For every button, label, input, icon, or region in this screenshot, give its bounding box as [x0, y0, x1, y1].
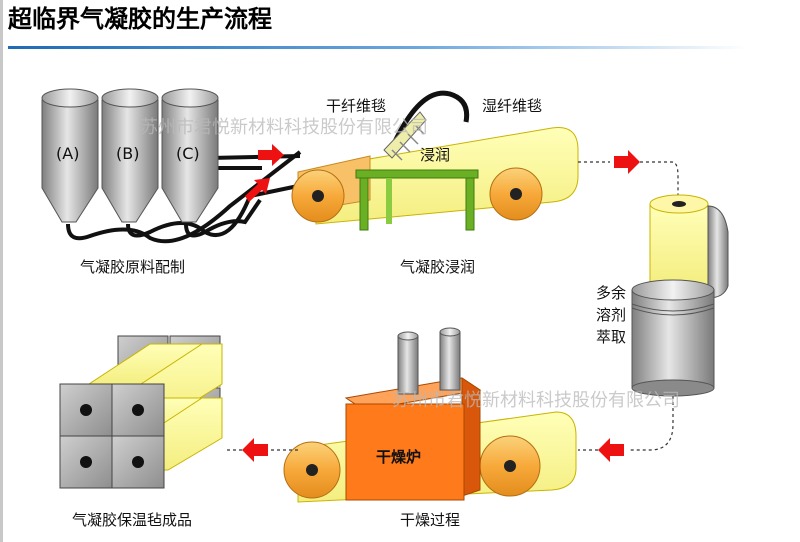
dry-felt-label: 干纤维毯 [326, 97, 386, 115]
drying-oven: 干燥炉 [283, 327, 577, 503]
arrow-right-icon [258, 144, 284, 166]
page-title: 超临界气凝胶的生产流程 [8, 5, 272, 33]
arrow-left-icon [242, 438, 268, 462]
tank-a: (A) [41, 88, 99, 223]
soak-label: 浸润 [420, 146, 450, 164]
soak-stand [355, 169, 479, 179]
tank-b: (B) [101, 88, 159, 223]
pipe [209, 154, 301, 160]
stage-label-drying: 干燥过程 [400, 511, 460, 529]
tank-c: (C) [161, 88, 219, 223]
pipe [126, 184, 299, 238]
tank-label: (B) [116, 144, 139, 163]
wet-felt-label: 湿纤维毯 [482, 97, 542, 115]
spray-nozzle [383, 111, 427, 159]
tank-label: (C) [176, 144, 200, 163]
product-blankets [59, 335, 223, 489]
watermark: 苏州市君悦新材料科技股份有限公司 [392, 390, 680, 411]
page-border [0, 0, 3, 542]
impregnation-unit: 干纤维毯 湿纤维毯 浸润 [291, 90, 579, 231]
raw-material-tanks: (A) (B) (C) [41, 88, 302, 244]
pipe [66, 150, 302, 244]
dryer-label: 干燥炉 [376, 448, 421, 466]
stage-label-extraction: 溶剂 [596, 306, 626, 324]
arrow-left-icon [598, 438, 624, 462]
stage-label-product: 气凝胶保温毡成品 [72, 511, 192, 529]
pipe [184, 198, 262, 238]
stage-label-impregnation: 气凝胶浸润 [400, 258, 475, 276]
arrow-right-icon [245, 178, 270, 202]
stage-label-raw-mix: 气凝胶原料配制 [80, 258, 185, 276]
pipe [389, 90, 470, 150]
stage-label-extraction: 萃取 [596, 328, 626, 346]
arrow-right-icon [614, 150, 640, 174]
title-rule [8, 46, 748, 49]
extraction-vessel [631, 194, 729, 397]
watermark: 苏州市君悦新材料科技股份有限公司 [140, 117, 428, 138]
stage-label-extraction: 多余 [596, 284, 626, 302]
tank-label: (A) [56, 144, 79, 163]
